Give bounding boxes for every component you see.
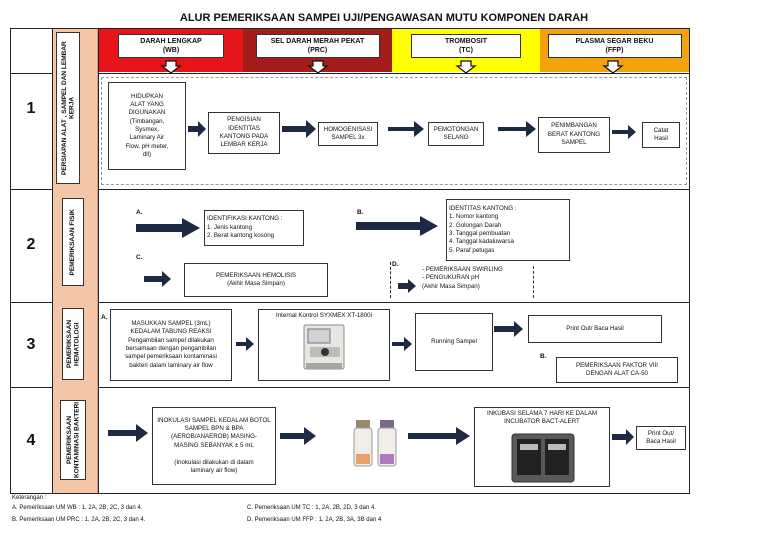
header-prc: SEL DARAH MERAH PEKAT (PRC) bbox=[243, 29, 392, 72]
arrow-right-icon bbox=[388, 121, 424, 137]
bact-alert-incubator-image bbox=[511, 433, 575, 483]
legend-item-d: D. Pemeriksaan UM FFP : 1, 2A, 2B, 3A, 3… bbox=[247, 517, 382, 523]
header-ffp-name: PLASMA SEGAR BEKU bbox=[575, 38, 654, 45]
step1-pengisian-box: PENGISIAN IDENTITAS KANTONG PADA LEMBAR … bbox=[208, 112, 280, 154]
row-divider bbox=[10, 387, 690, 388]
step4-print-box: Print Out/ Baca Hasil bbox=[636, 426, 686, 450]
column-divider bbox=[98, 28, 99, 494]
arrow-right-icon bbox=[108, 424, 148, 442]
step3-label-a: A. bbox=[101, 314, 108, 321]
arrow-right-icon bbox=[282, 120, 316, 138]
step3-running-box: Running Sampel bbox=[415, 313, 493, 371]
legend-item-c: C. Pemeriksaan UM TC : 1, 2A, 2B, 2D, 3 … bbox=[247, 505, 376, 511]
row-divider bbox=[10, 189, 690, 190]
step3-label-b: B. bbox=[540, 353, 547, 360]
step1-penimbangan-box: PENIMBANGAN BERAT KANTONG SAMPEL bbox=[538, 117, 610, 153]
page-title: ALUR PEMERIKSAAN SAMPEI UJI/PENGAWASAN M… bbox=[179, 12, 589, 24]
row-number-4: 4 bbox=[26, 432, 36, 449]
legend-item-a: A. Pemeriksaan UM WB : 1, 2A, 2B, 2C, 3 … bbox=[12, 505, 143, 511]
step2-label-b: B. bbox=[357, 209, 364, 216]
header-wb-label: DARAH LENGKAP (WB) bbox=[118, 34, 224, 59]
row-divider bbox=[10, 73, 690, 74]
step2-identifikasi-box: IDENTIFIKASI KANTONG : 1. Jenis kantong … bbox=[204, 210, 304, 246]
arrow-right-icon bbox=[188, 121, 206, 137]
arrow-right-icon bbox=[144, 271, 171, 287]
arrow-right-icon bbox=[494, 321, 523, 337]
down-arrow-icon bbox=[602, 60, 624, 74]
header-prc-code: (PRC) bbox=[307, 47, 328, 55]
legend-item-b: B. Pemeriksaan UM PRC : 1, 2A, 2B, 2C, 3… bbox=[12, 517, 146, 523]
header-wb-name: DARAH LENGKAP bbox=[140, 38, 202, 45]
legend-heading: Keterangan : bbox=[12, 495, 47, 501]
step2-d-divider bbox=[390, 262, 391, 298]
header-ffp: PLASMA SEGAR BEKU (FFP) bbox=[540, 29, 689, 72]
step3-print-box: Print Out/ Baca Hasil bbox=[528, 315, 662, 343]
step2-hemolisis-box: PEMERIKSAAN HEMOLISIS (Akhir Masa Simpan… bbox=[184, 263, 328, 297]
row-label-3: PEMERIKSAAN HEMATOLOGI bbox=[62, 308, 84, 380]
arrow-right-icon bbox=[498, 121, 536, 137]
header-tc-name: TROMBOSIT bbox=[445, 38, 487, 45]
sysmex-analyzer-image bbox=[303, 324, 345, 370]
arrow-right-icon bbox=[236, 337, 254, 351]
step4-inokulasi-box: INOKULASI SAMPEL KEDALAM BOTOL SAMPEL BP… bbox=[152, 407, 276, 485]
column-divider bbox=[52, 28, 53, 494]
row-number-1: 1 bbox=[26, 100, 36, 117]
header-prc-name: SEL DARAH MERAH PEKAT bbox=[270, 38, 365, 45]
diagram-frame bbox=[10, 28, 690, 494]
down-arrow-icon bbox=[455, 60, 477, 74]
arrow-right-icon bbox=[392, 337, 412, 351]
arrow-right-icon bbox=[612, 429, 634, 445]
header-ffp-code: (FFP) bbox=[605, 47, 624, 55]
header-tc-label: TROMBOSIT (TC) bbox=[411, 34, 521, 59]
arrow-right-icon bbox=[280, 427, 316, 445]
step2-swirling-text: - PEMERIKSAAN SWIRLING - PENGUKURAN pH (… bbox=[420, 266, 534, 298]
step1-hidupkan-box: HIDUPKAN ALAT YANG DIGUNAKAN (Timbangan,… bbox=[108, 82, 186, 170]
step4-inkubasi-label: INKUBASI SELAMA 7 HARI KE DALAM INCUBATO… bbox=[486, 410, 598, 426]
row-label-4: PEMERIKSAAN KONTAMINASI BAKTERI bbox=[60, 400, 86, 480]
row-label-1: PERSIAPAN ALAT , SAMPEL DAN LEMBAR KERJA bbox=[56, 32, 80, 184]
row-number-3: 3 bbox=[26, 336, 36, 353]
step3-masukkan-box: MASUKKAN SAMPEL (3mL) KEDALAM TABUNG REA… bbox=[110, 309, 232, 381]
culture-bottles-image bbox=[348, 410, 402, 472]
arrow-right-icon bbox=[398, 279, 416, 293]
step3-internal-label: Internal Kontrol SYXMEX XT-1800i bbox=[276, 312, 372, 319]
row-label-2: PEMERIKSAAN FISIK bbox=[62, 198, 84, 286]
step2-identitas-box: IDENTITAS KANTONG : 1. Nomor kantong 2. … bbox=[446, 199, 570, 261]
step1-pemotongan-box: PEMOTONGAN SELANG bbox=[428, 122, 484, 146]
row-divider bbox=[10, 302, 690, 303]
down-arrow-icon bbox=[307, 60, 329, 74]
header-prc-label: SEL DARAH MERAH PEKAT (PRC) bbox=[255, 34, 380, 59]
row-number-2: 2 bbox=[26, 236, 36, 253]
step2-label-c: C. bbox=[136, 254, 143, 261]
header-wb-code: (WB) bbox=[162, 47, 180, 55]
step1-catat-box: Catat Hasil bbox=[642, 122, 680, 148]
arrow-right-icon bbox=[136, 218, 200, 238]
down-arrow-icon bbox=[160, 60, 182, 74]
arrow-right-icon bbox=[612, 125, 636, 139]
header-tc-code: (TC) bbox=[459, 47, 473, 55]
arrow-right-icon bbox=[408, 427, 470, 445]
step1-homogenisasi-box: HOMOGENISASI SAMPEL 3x bbox=[318, 122, 378, 146]
arrow-right-icon bbox=[356, 216, 438, 236]
step3-faktor-box: PEMERIKSAAN FAKTOR VIII DENGAN ALAT CA-5… bbox=[556, 357, 678, 383]
header-ffp-label: PLASMA SEGAR BEKU (FFP) bbox=[547, 34, 682, 59]
step2-label-d: D. bbox=[392, 261, 399, 268]
step2-label-a: A. bbox=[136, 209, 143, 216]
row1-area bbox=[101, 77, 687, 185]
